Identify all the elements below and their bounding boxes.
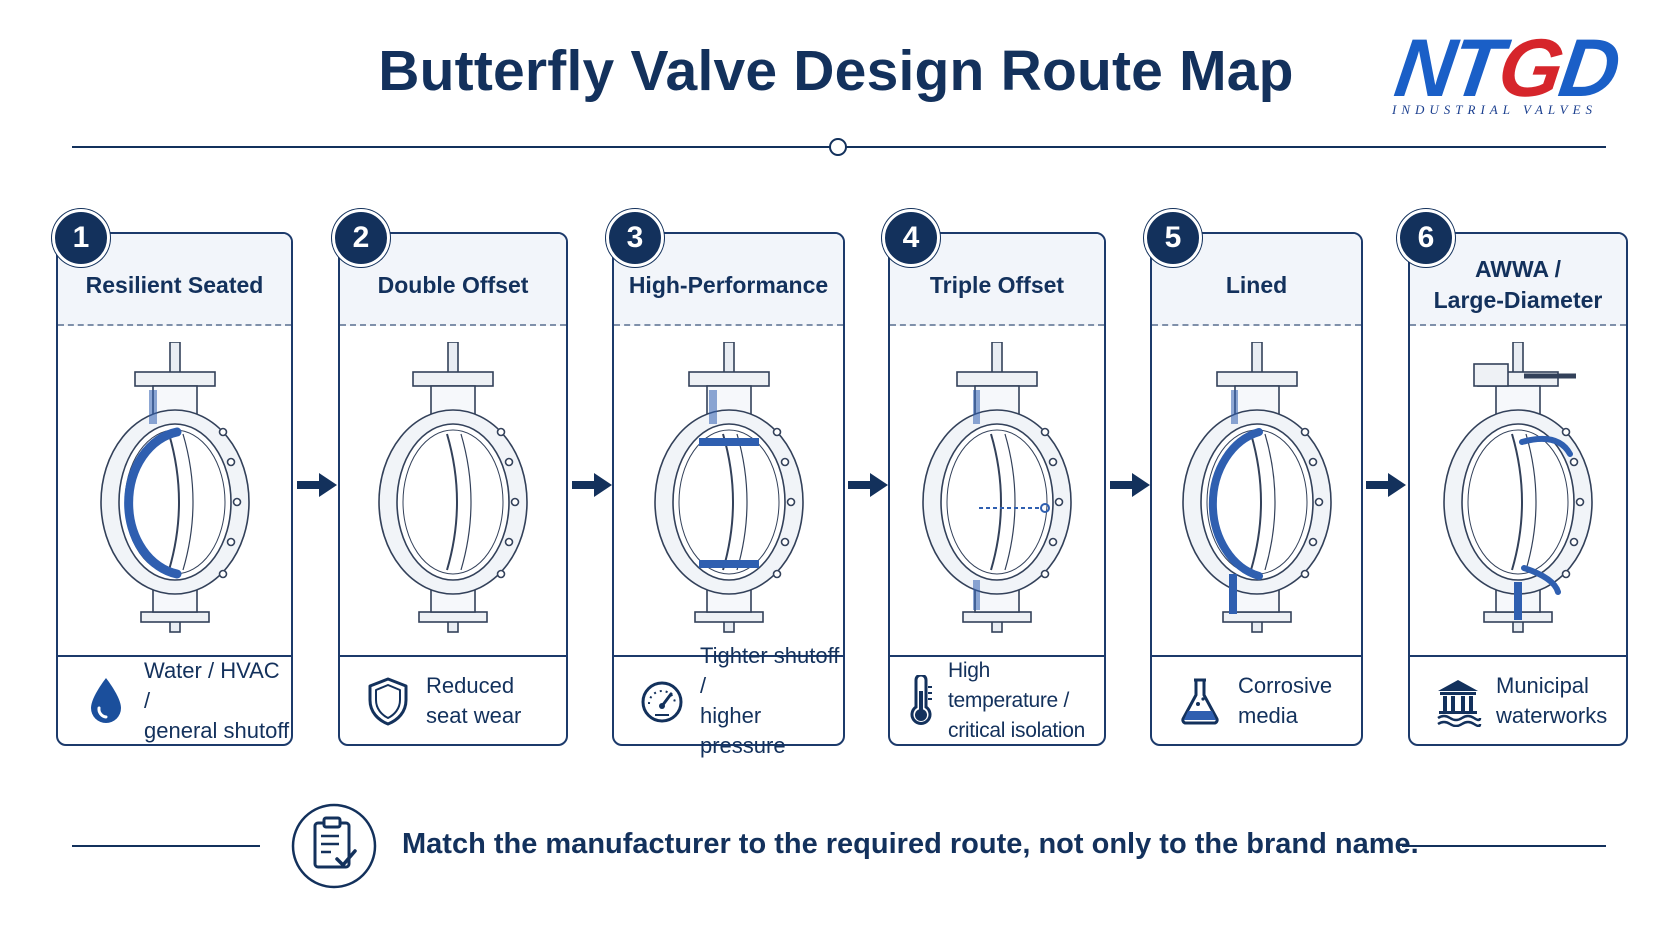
valve-illustration: [340, 328, 566, 654]
application-line: Municipal: [1496, 672, 1589, 698]
water-drop-icon: [91, 677, 121, 723]
valve-illustration: [614, 328, 843, 654]
arrow-right-icon: [1110, 473, 1150, 497]
awwa-large-diameter-valve-icon: [1443, 342, 1593, 633]
arrow-right-icon: [297, 473, 337, 497]
route-card-application: Municipal waterworks: [1410, 655, 1626, 744]
flask-icon: [1181, 678, 1219, 724]
route-number-badge: 4: [882, 209, 940, 267]
logo-subtitle: INDUSTRIAL VALVES: [1392, 102, 1598, 117]
route-number-badge: 5: [1144, 209, 1202, 267]
route-card-application: High temperature / critical isolation: [890, 655, 1104, 744]
triple-offset-valve-icon: [922, 342, 1072, 633]
application-line: critical isolation: [948, 718, 1085, 742]
application-line: seat wear: [426, 702, 522, 728]
footer-message: Match the manufacturer to the required r…: [402, 828, 1419, 860]
route-number-badge: 3: [606, 209, 664, 267]
page-title: Butterfly Valve Design Route Map: [378, 39, 1294, 103]
route-title-line: Triple Offset: [929, 271, 1065, 298]
route-title-line: Resilient Seated: [85, 271, 264, 298]
double-offset-valve-icon: [378, 342, 528, 633]
lined-valve-icon: [1181, 342, 1332, 633]
application-line: waterworks: [1496, 702, 1608, 728]
application-line: Reduced: [426, 672, 515, 698]
route-card-double-offset: Double Offset Reduced seat wear: [338, 232, 568, 746]
application-line: Tighter shutoff /: [700, 642, 840, 698]
valve-illustration: [890, 328, 1104, 654]
application-line: High temperature /: [948, 658, 1069, 712]
valve-illustration: [58, 328, 291, 654]
shield-icon: [368, 677, 408, 725]
arrow-right-icon: [848, 473, 888, 497]
valve-illustration: [1152, 328, 1361, 654]
thermometer-icon: [910, 674, 932, 725]
route-title-line: Large-Diameter: [1433, 287, 1603, 313]
route-card-lined: Lined Corrosive media: [1150, 232, 1363, 746]
application-line: general shutoff: [144, 717, 290, 743]
route-title-line: High-Performance: [628, 271, 829, 298]
route-card-triple-offset: Triple Offset High temperature / critica…: [888, 232, 1106, 746]
application-line: higher pressure: [700, 702, 786, 758]
route-title-line: Lined: [1225, 271, 1288, 298]
route-card-application: Water / HVAC / general shutoff: [58, 655, 291, 744]
logo-mark: NTGD: [1389, 23, 1623, 114]
arrow-right-icon: [572, 473, 612, 497]
route-number-badge: 2: [332, 209, 390, 267]
header-divider-dot: [829, 138, 847, 156]
route-card-resilient-seated: Resilient Seated Water / HVAC / general …: [56, 232, 293, 746]
route-card-application: Tighter shutoff / higher pressure: [614, 643, 843, 758]
route-card-application: Reduced seat wear: [340, 655, 566, 744]
route-title-line: Double Offset: [377, 271, 529, 298]
footer-divider-right: [1402, 845, 1606, 847]
resilient-seated-valve-icon: [99, 342, 250, 633]
logo-mark-text: NTGD: [1389, 23, 1623, 114]
pressure-gauge-icon: [641, 681, 683, 722]
brand-logo: NTGD INDUSTRIAL VALVES: [1388, 23, 1628, 124]
waterworks-building-icon: [1437, 679, 1482, 727]
logo-mark-accent: G: [1492, 23, 1567, 114]
application-line: Corrosive: [1238, 672, 1333, 698]
route-number-badge: 6: [1397, 209, 1455, 267]
high-performance-valve-icon: [653, 342, 804, 633]
route-card-awwa-large-diameter: AWWA / Large-Diameter Municipal waterwor: [1408, 232, 1628, 746]
application-line: media: [1238, 702, 1298, 728]
arrow-right-icon: [1366, 473, 1406, 497]
route-card-high-performance: High-Performance Tighter shutoff / highe…: [612, 232, 845, 758]
clipboard-check-icon: [291, 803, 377, 889]
application-line: Water / HVAC /: [144, 657, 280, 713]
route-number-badge: 1: [52, 209, 110, 267]
valve-illustration: [1410, 328, 1626, 654]
route-card-application: Corrosive media: [1152, 655, 1361, 744]
route-title-line: AWWA /: [1474, 256, 1561, 282]
footer-divider-left: [72, 845, 260, 847]
